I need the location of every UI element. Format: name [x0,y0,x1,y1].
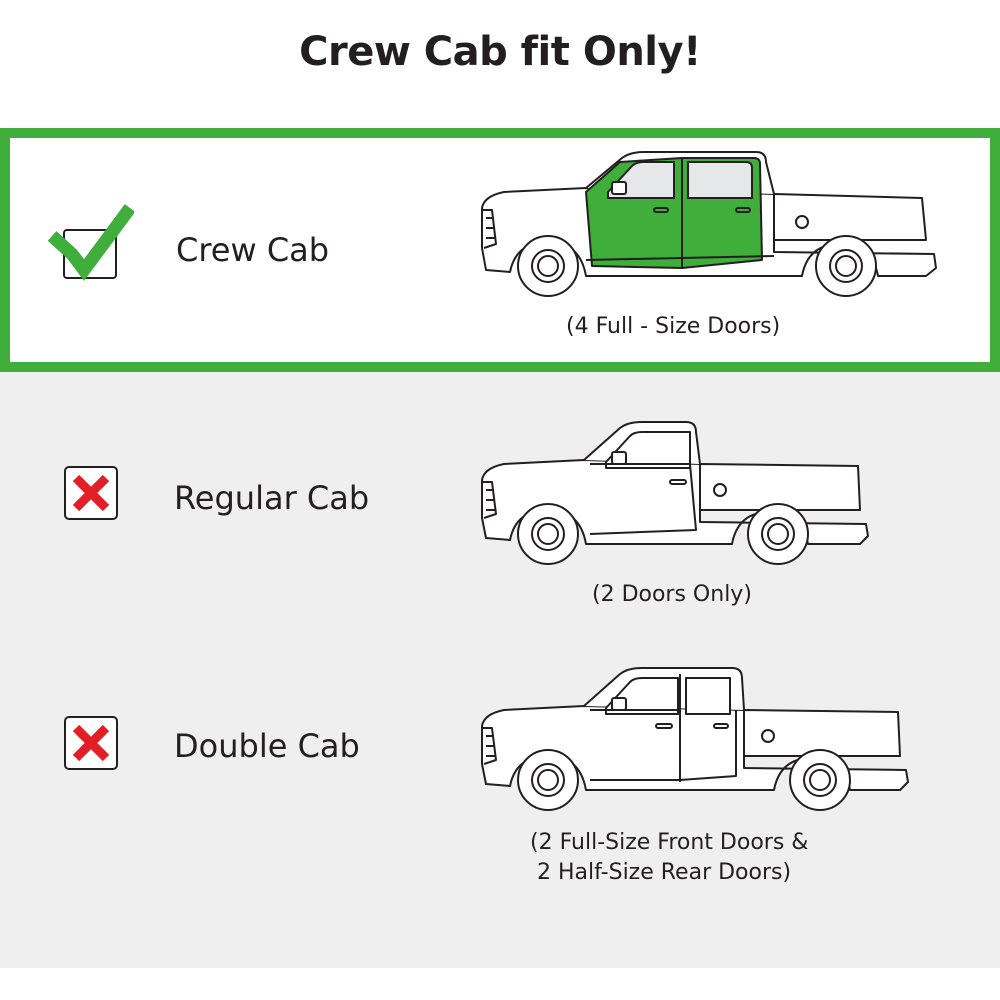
crew-cab-truck-illustration [481,151,937,297]
row-label-crew-cab: Crew Cab [176,231,330,269]
double-cab-truck-illustration [481,667,909,811]
bottom-strip [0,968,1000,1000]
row-caption-double-cab-line-1: (2 Full-Size Front Doors & [530,830,809,855]
row-label-regular-cab: Regular Cab [174,479,370,517]
regular-cab-truck-illustration [481,421,869,565]
row-caption-crew-cab: (4 Full - Size Doors) [566,314,781,339]
x-mark-icon [64,716,118,770]
row-caption-regular-cab: (2 Doors Only) [592,582,752,607]
checkmark-icon [47,202,136,282]
x-mark-icon [64,466,118,520]
row-caption-double-cab-line-2: 2 Half-Size Rear Doors) [530,860,792,885]
page-title: Crew Cab fit Only! [299,29,701,75]
row-label-double-cab: Double Cab [174,727,360,765]
